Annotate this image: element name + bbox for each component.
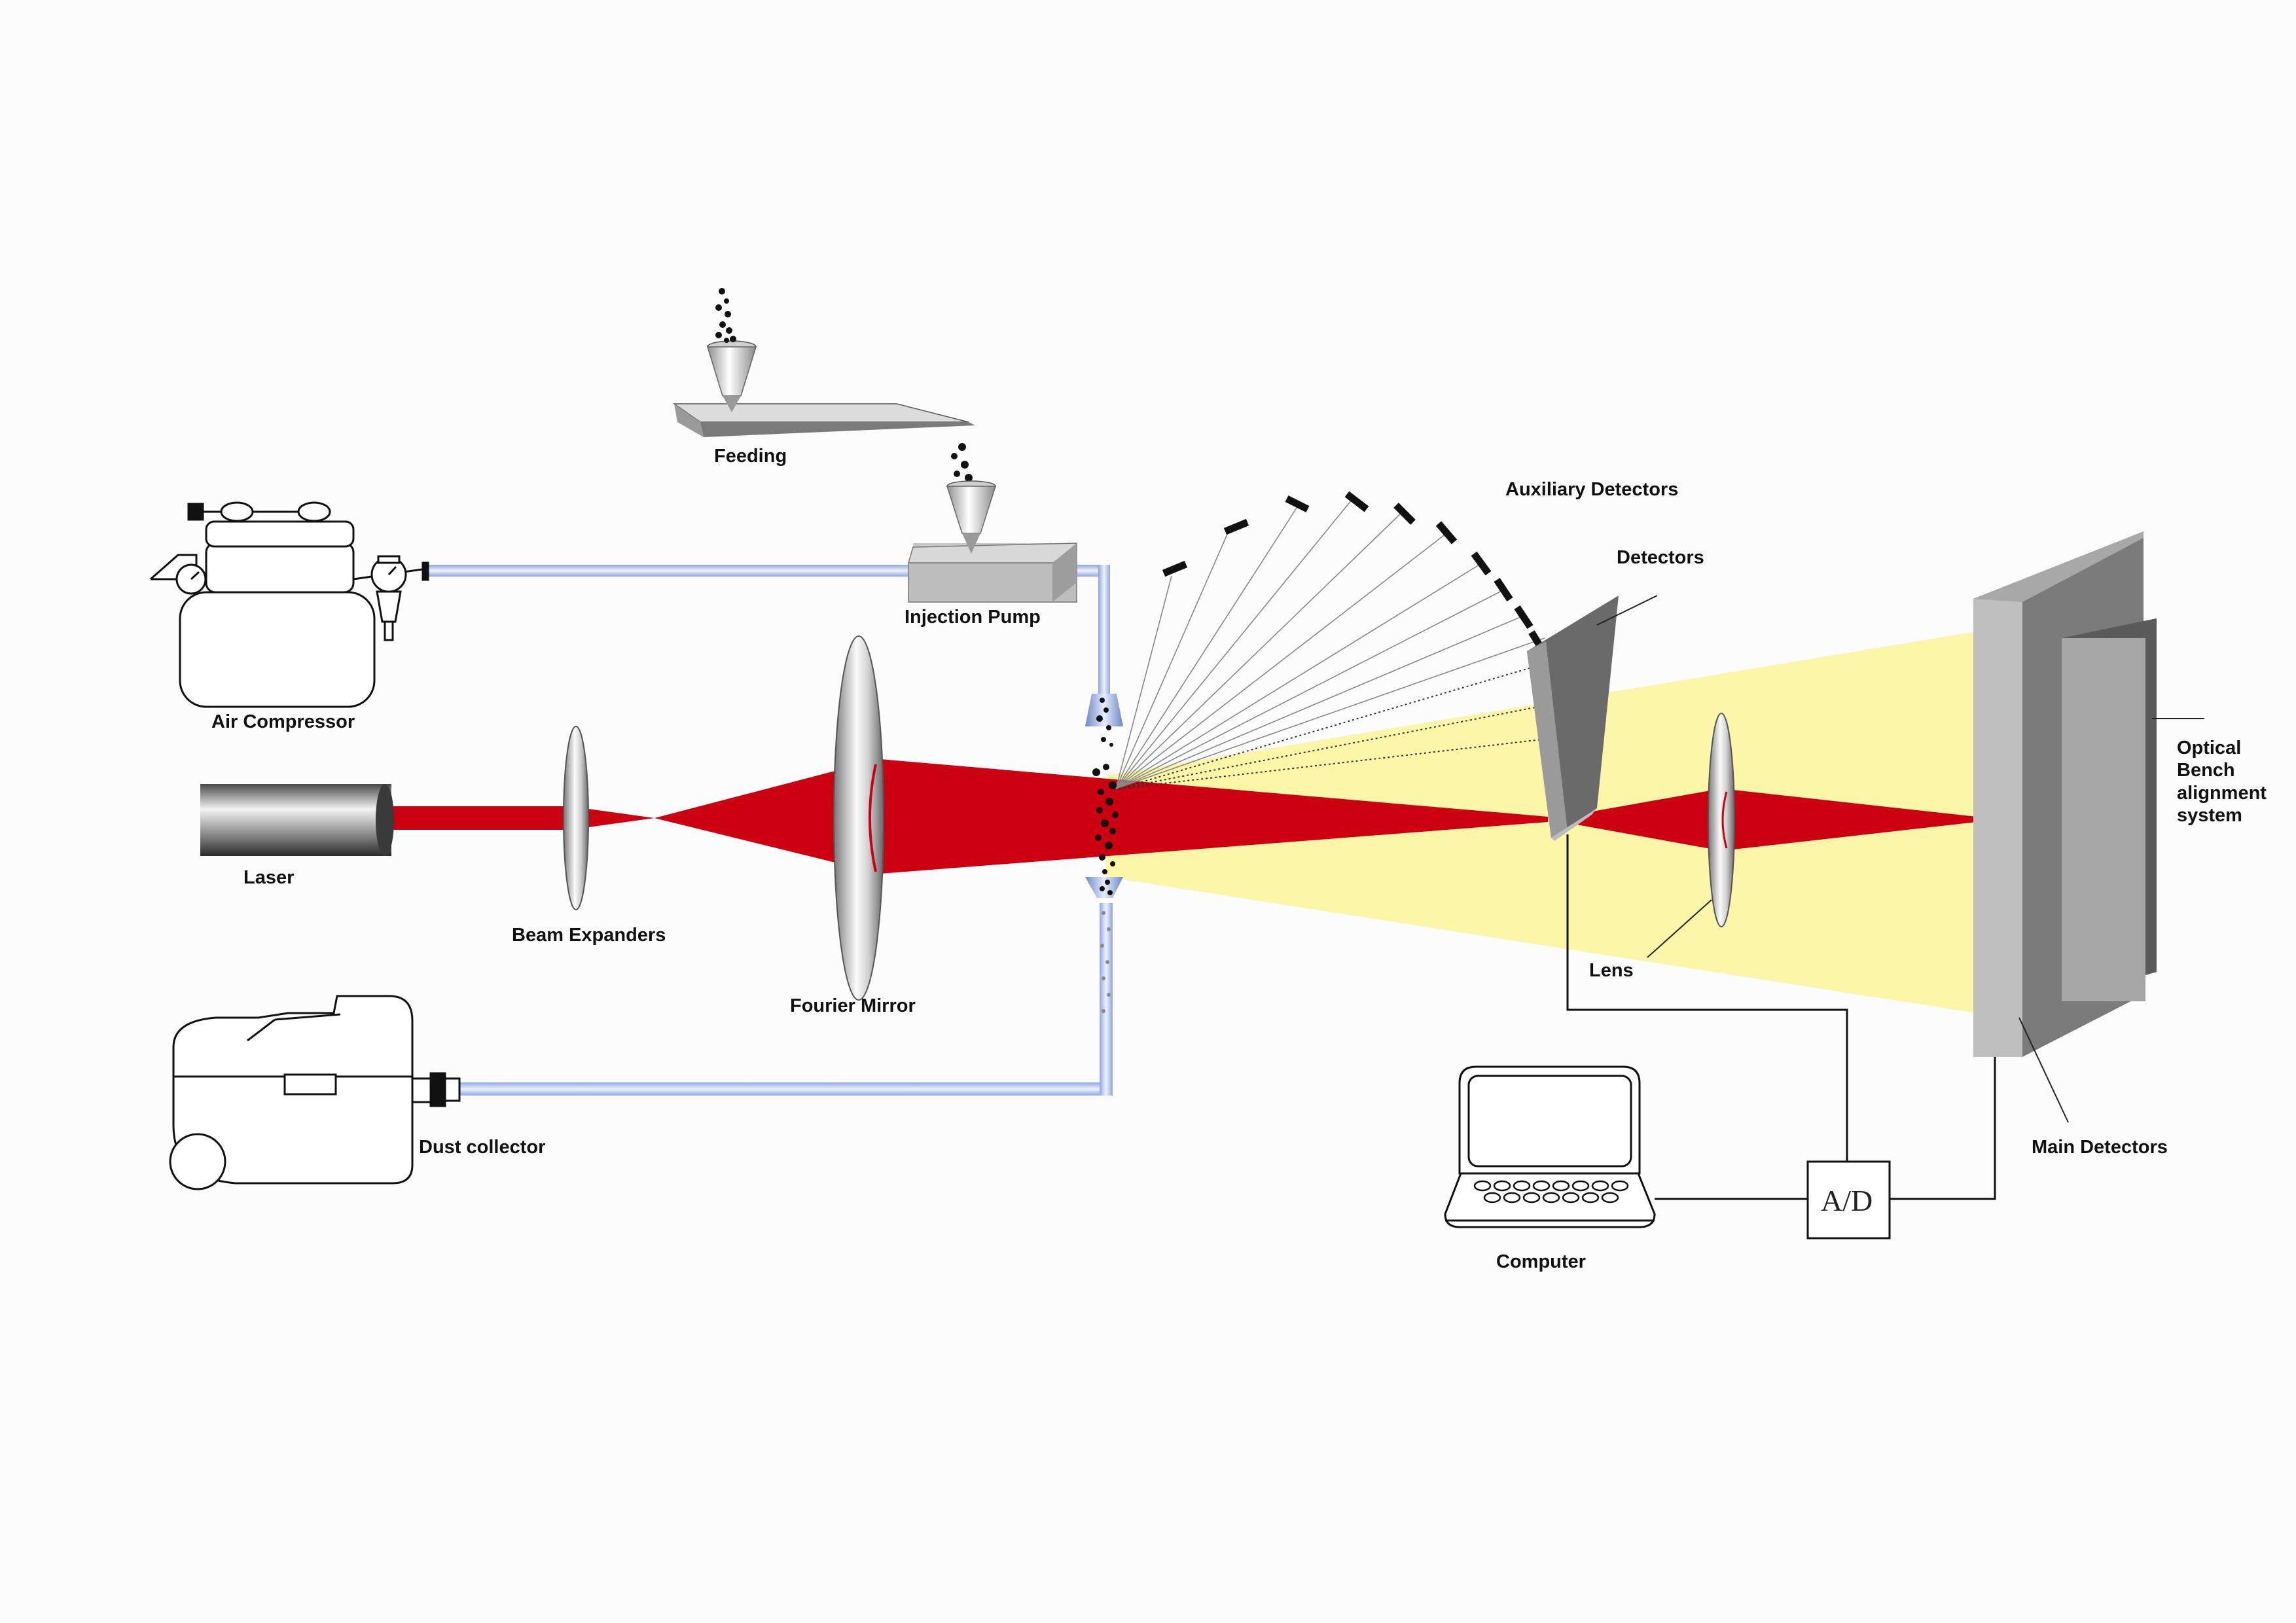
laser-beam: [383, 759, 1977, 874]
label-beam-expanders: Beam Expanders: [512, 925, 666, 946]
label-injection-pump: Injection Pump: [905, 607, 1041, 628]
label-computer: Computer: [1496, 1251, 1586, 1272]
detectors-plate: [1527, 596, 1619, 841]
feeding-particles: [715, 288, 973, 482]
feeding-tray: [672, 403, 975, 437]
lens-leader-line: [1647, 899, 1712, 958]
fourier-mirror-lens: [833, 635, 884, 1001]
air-pipe: [425, 565, 1110, 702]
auxiliary-detectors: [1162, 491, 1546, 652]
dust-collector: [169, 995, 461, 1190]
label-feeding: Feeding: [714, 446, 787, 467]
ad-converter-box: [1806, 1160, 1891, 1240]
label-air-compressor: Air Compressor: [211, 711, 355, 732]
label-detectors: Detectors: [1617, 547, 1704, 568]
detector-rays-dotted: [1119, 667, 1542, 789]
injection-pump: [908, 480, 1077, 603]
optical-bench-block: [2062, 618, 2157, 1001]
particle-stream: [1092, 698, 1119, 895]
computer-laptop: [1444, 1065, 1656, 1228]
label-fourier-mirror: Fourier Mirror: [790, 995, 916, 1016]
label-main-detectors: Main Detectors: [2032, 1137, 2168, 1158]
main-detectors-leader-line: [2018, 1017, 2069, 1123]
label-optical-bench-4: system: [2177, 805, 2242, 826]
beam-expander-lens: [563, 726, 589, 910]
laser-device: [200, 784, 394, 856]
detectors-leader-line: [1596, 595, 1658, 626]
label-lens: Lens: [1589, 960, 1634, 981]
auxiliary-detector-rays: [1115, 495, 1545, 789]
feeding-hopper: [706, 340, 757, 412]
label-auxiliary-detectors: Auxiliary Detectors: [1505, 479, 1678, 500]
label-optical-bench-3: alignment: [2177, 783, 2267, 804]
lens-element: [1708, 713, 1735, 927]
label-dust-collector: Dust collector: [419, 1137, 545, 1158]
dust-pipe: [458, 903, 1113, 1096]
label-optical-bench-1: Optical: [2177, 738, 2241, 758]
signal-wires: [1566, 834, 1996, 1200]
computer-keyboard-keys: [1473, 1180, 1629, 1204]
particle-stream-lower: [1100, 911, 1111, 1013]
label-laser: Laser: [243, 867, 294, 888]
label-ad-converter: A/D: [1821, 1184, 1873, 1217]
label-optical-bench-2: Bench: [2177, 760, 2235, 781]
air-compressor: [150, 501, 429, 708]
